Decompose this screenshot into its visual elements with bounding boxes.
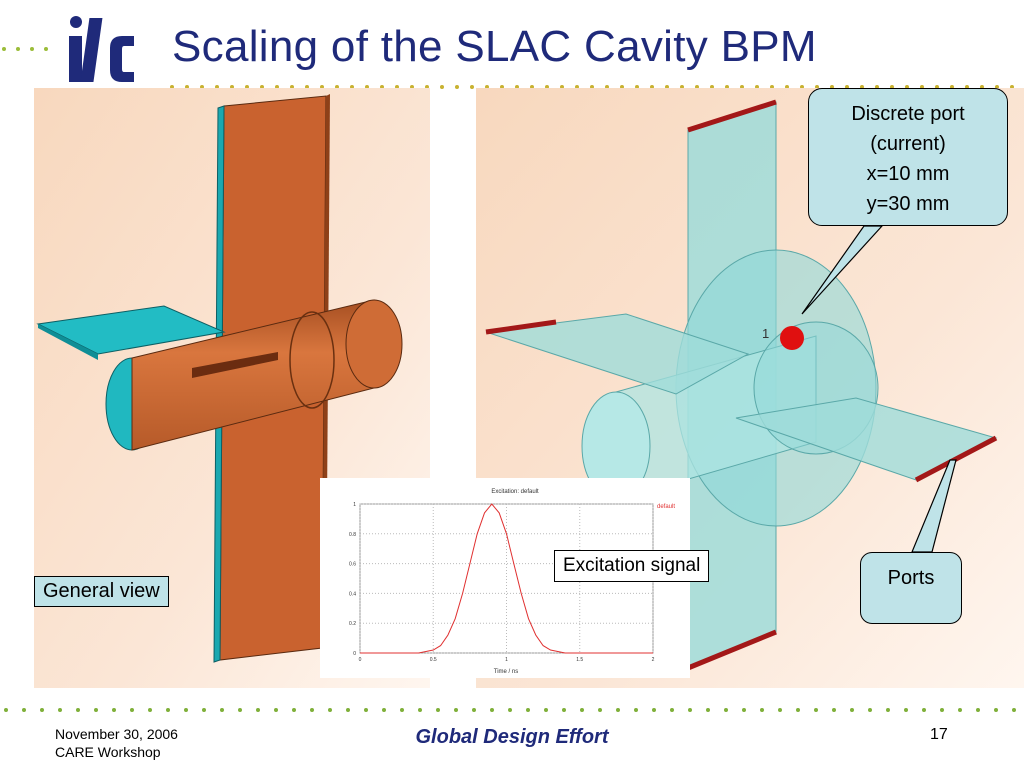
ports-callout: Ports — [860, 552, 962, 624]
dot — [508, 708, 512, 712]
dot — [706, 708, 710, 712]
dot — [652, 708, 656, 712]
dot — [184, 708, 188, 712]
plot-legend: default — [657, 504, 675, 510]
top-dot-line — [0, 46, 1024, 52]
dot — [850, 708, 854, 712]
bottom-dot-line — [0, 707, 1024, 713]
callout-line-1: Discrete port — [851, 103, 965, 125]
dot — [148, 708, 152, 712]
dot — [670, 708, 674, 712]
dot — [616, 708, 620, 712]
footer-date: November 30, 2006 — [55, 726, 178, 742]
ilc-logo — [62, 14, 138, 86]
x-tick-label: 0.5 — [430, 657, 437, 663]
callout-line-2: (current) — [870, 133, 946, 155]
dot — [1012, 708, 1016, 712]
dot — [166, 708, 170, 712]
footer-event: CARE Workshop — [55, 744, 161, 760]
dot — [994, 708, 998, 712]
y-tick-label: 0 — [353, 651, 356, 657]
dot — [346, 708, 350, 712]
plot-title: Excitation: default — [491, 489, 539, 495]
dot — [544, 708, 548, 712]
x-tick-label: 2 — [652, 657, 655, 663]
dot — [310, 708, 314, 712]
callout-line-4: y=30 mm — [866, 193, 950, 215]
dot — [274, 708, 278, 712]
dot — [256, 708, 260, 712]
dot — [688, 708, 692, 712]
dot — [922, 708, 926, 712]
dot — [30, 47, 34, 51]
callout-line-3: x=10 mm — [866, 163, 950, 185]
dot — [886, 708, 890, 712]
dot — [976, 708, 980, 712]
y-tick-label: 1 — [353, 502, 356, 508]
x-tick-label: 1.5 — [576, 657, 583, 663]
y-tick-label: 0.6 — [349, 562, 356, 568]
footer-left: November 30, 2006 CARE Workshop — [55, 725, 178, 761]
dot — [868, 708, 872, 712]
dot — [2, 47, 6, 51]
footer-center: Global Design Effort — [415, 726, 609, 748]
x-tick-label: 0 — [359, 657, 362, 663]
dot — [490, 708, 494, 712]
dot — [440, 85, 444, 89]
dot — [832, 708, 836, 712]
dot — [455, 85, 459, 89]
ports-callout-label: Ports — [887, 567, 935, 589]
y-tick-label: 0.4 — [349, 591, 356, 597]
dot — [16, 47, 20, 51]
dot — [418, 708, 422, 712]
plot-xlabel: Time / ns — [494, 669, 518, 675]
dot — [382, 708, 386, 712]
dot — [526, 708, 530, 712]
dot — [364, 708, 368, 712]
dot — [220, 708, 224, 712]
dot — [580, 708, 584, 712]
dot — [634, 708, 638, 712]
dot — [4, 708, 8, 712]
dot — [130, 708, 134, 712]
dot — [238, 708, 242, 712]
dot — [742, 708, 746, 712]
x-tick-label: 1 — [505, 657, 508, 663]
dot — [400, 708, 404, 712]
port-number-marker: 1 — [762, 326, 770, 341]
dot — [202, 708, 206, 712]
dot — [40, 708, 44, 712]
dot — [778, 708, 782, 712]
dot — [940, 708, 944, 712]
excitation-signal-label: Excitation signal — [554, 550, 710, 582]
discrete-port-callout: Discrete port (current) x=10 mm y=30 mm — [808, 88, 1008, 226]
dot — [76, 708, 80, 712]
dot — [44, 47, 48, 51]
dot — [760, 708, 764, 712]
dot — [796, 708, 800, 712]
dot — [598, 708, 602, 712]
slide-title: Scaling of the SLAC Cavity BPM — [172, 22, 817, 71]
dot — [94, 708, 98, 712]
general-view-label: General view — [34, 576, 169, 607]
dot — [562, 708, 566, 712]
dot — [112, 708, 116, 712]
dot — [814, 708, 818, 712]
dot — [436, 708, 440, 712]
dot — [328, 708, 332, 712]
excitation-curve — [360, 503, 653, 654]
dot — [58, 708, 62, 712]
dot — [904, 708, 908, 712]
y-tick-label: 0.2 — [349, 621, 356, 627]
dot — [470, 85, 474, 89]
dot — [292, 708, 296, 712]
dot — [454, 708, 458, 712]
dot — [472, 708, 476, 712]
dot — [958, 708, 962, 712]
dot — [724, 708, 728, 712]
dot — [22, 708, 26, 712]
y-tick-label: 0.8 — [349, 532, 356, 538]
page-number: 17 — [930, 726, 948, 743]
